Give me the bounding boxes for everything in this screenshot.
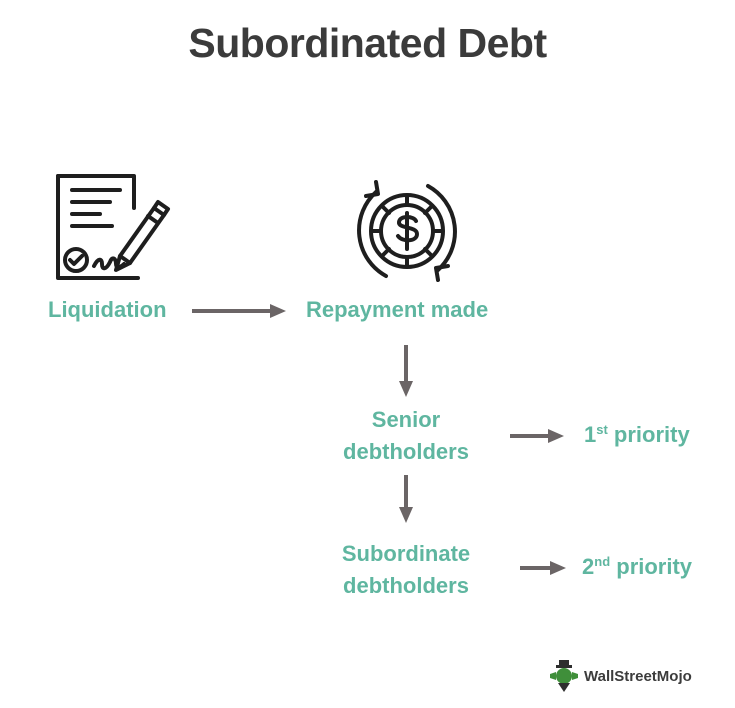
wallstreetmojo-logo-icon bbox=[548, 659, 580, 693]
second-priority-suffix: nd bbox=[594, 554, 611, 569]
repayment-made-label: Repayment made bbox=[306, 297, 489, 322]
senior-debtholders-label: Senior debtholders bbox=[326, 404, 486, 468]
first-priority-suffix: st bbox=[596, 422, 608, 437]
liquidation-label: Liquidation bbox=[48, 297, 167, 322]
wallstreetmojo-logo: WallStreetMojo bbox=[548, 658, 692, 694]
arrow-subordinate-to-second-priority bbox=[518, 558, 568, 578]
subordinate-label-line1: Subordinate bbox=[341, 541, 471, 566]
subordinate-debtholders-label: Subordinate debtholders bbox=[316, 538, 496, 602]
second-priority-number: 2 bbox=[582, 554, 595, 579]
first-priority-label: 1st priority bbox=[584, 422, 690, 448]
arrow-senior-to-first-priority bbox=[508, 426, 566, 446]
first-priority-word: priority bbox=[607, 422, 690, 447]
first-priority-number: 1 bbox=[584, 422, 597, 447]
second-priority-label: 2nd priority bbox=[582, 554, 692, 580]
page-title: Subordinated Debt bbox=[188, 20, 547, 66]
wallstreetmojo-logo-text: WallStreetMojo bbox=[584, 667, 692, 685]
contract-signature-icon bbox=[50, 168, 172, 290]
arrow-liquidation-to-repayment bbox=[190, 301, 290, 321]
dollar-coin-cycle-icon bbox=[346, 170, 468, 292]
senior-label-line1: Senior bbox=[371, 407, 441, 432]
arrow-senior-to-subordinate bbox=[396, 473, 416, 525]
second-priority-word: priority bbox=[610, 554, 693, 579]
subordinate-label-line2: debtholders bbox=[343, 573, 469, 598]
senior-label-line2: debtholders bbox=[343, 439, 469, 464]
arrow-repayment-to-senior bbox=[396, 343, 416, 399]
